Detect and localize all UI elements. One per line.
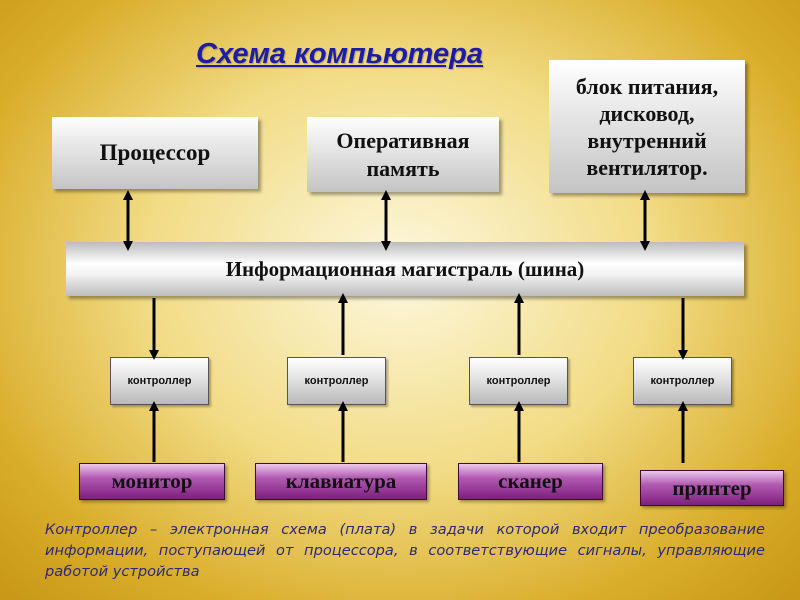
device-keyboard: клавиатура <box>255 463 427 500</box>
device-scanner: сканер <box>458 463 603 500</box>
information-bus: Информационная магистраль (шина) <box>66 242 744 296</box>
controller-scanner: контроллер <box>469 357 568 405</box>
power-drive-fan-block: блок питания, дисковод, внутренний венти… <box>549 60 745 193</box>
device-printer: принтер <box>640 470 784 506</box>
controller-keyboard: контроллер <box>287 357 386 405</box>
controller-definition-note: Контроллер – электронная схема (плата) в… <box>45 521 765 580</box>
ram-block: Оперативная память <box>307 117 499 192</box>
processor-block: Процессор <box>52 117 258 189</box>
device-monitor: монитор <box>79 463 225 500</box>
diagram-title: Схема компьютера <box>196 38 483 70</box>
controller-monitor: контроллер <box>110 357 209 405</box>
